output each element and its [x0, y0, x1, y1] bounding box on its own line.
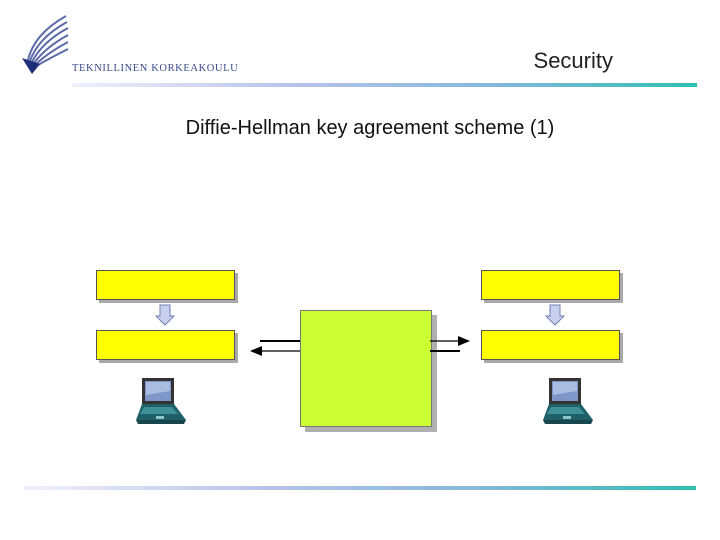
public-channel-box	[300, 310, 432, 427]
left-top-yellow-box	[96, 270, 235, 300]
university-logo	[22, 15, 69, 74]
footer-divider	[24, 486, 696, 490]
right-top-yellow-box	[481, 270, 620, 300]
laptop-icon	[543, 378, 593, 424]
slide-title: Diffie-Hellman key agreement scheme (1)	[185, 117, 555, 139]
header-divider	[72, 83, 697, 87]
right-bottom-yellow-box	[481, 330, 620, 360]
down-arrow-icon	[544, 304, 566, 326]
left-arrow-icon	[250, 340, 300, 356]
section-title: Security	[533, 48, 613, 73]
right-arrow-icon	[430, 336, 470, 352]
org-name: TEKNILLINEN KORKEAKOULU	[72, 63, 239, 74]
left-bottom-yellow-box	[96, 330, 235, 360]
laptop-icon	[136, 378, 186, 424]
down-arrow-icon	[154, 304, 176, 326]
